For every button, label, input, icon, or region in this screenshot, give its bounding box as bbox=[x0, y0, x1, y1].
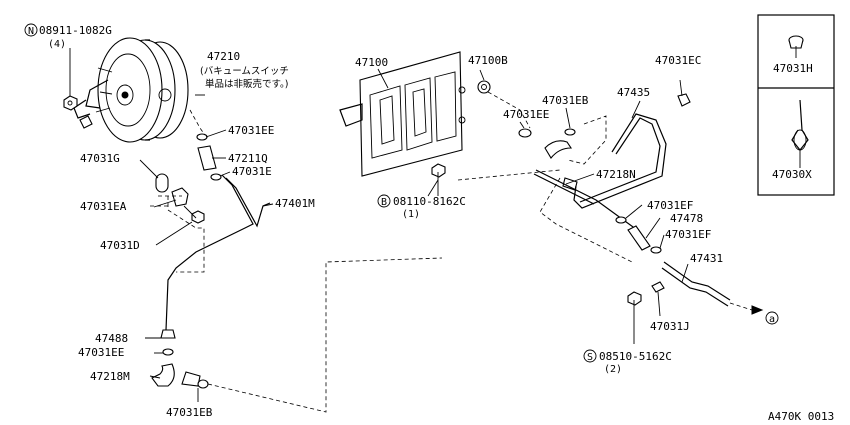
nut-08911-1082g bbox=[63, 48, 78, 111]
label-47488: 47488 bbox=[95, 332, 128, 345]
label-47478: 47478 bbox=[670, 212, 703, 225]
leader-lines bbox=[139, 46, 801, 402]
label-47211q: 47211Q bbox=[228, 152, 268, 165]
circled-s-symbol bbox=[583, 349, 597, 363]
circled-b-symbol bbox=[377, 194, 391, 208]
label-47031ee-mid: 47031EE bbox=[503, 108, 549, 121]
label-47100: 47100 bbox=[355, 56, 388, 69]
label-47031eb-lower: 47031EB bbox=[166, 406, 213, 419]
label-47435: 47435 bbox=[617, 86, 650, 99]
label-47031ef-lower: 47031EF bbox=[665, 228, 711, 241]
brake-booster-47210 bbox=[73, 37, 189, 143]
label-47031ea: 47031EA bbox=[80, 200, 127, 213]
label-08510-5162c-qty: (2) bbox=[604, 364, 622, 375]
label-47031ec: 47031EC bbox=[655, 54, 701, 67]
label-47401m: 47401M bbox=[275, 197, 315, 210]
label-47031ee-lower: 47031EE bbox=[78, 346, 124, 359]
label-47431: 47431 bbox=[690, 252, 723, 265]
label-47031d: 47031D bbox=[100, 239, 140, 252]
diagram-code: A470K 0013 bbox=[768, 410, 834, 423]
label-47218n: 47218N bbox=[596, 168, 636, 181]
label-47031ee-upper: 47031EE bbox=[228, 124, 274, 137]
bracket-47100 bbox=[339, 51, 491, 196]
label-47031j: 47031J bbox=[650, 320, 690, 333]
label-08911-1082g: 08911-1082G bbox=[39, 24, 112, 37]
label-47031h: 47031H bbox=[773, 62, 813, 75]
label-47210: 47210 bbox=[207, 50, 240, 63]
circled-n-symbol bbox=[24, 23, 38, 37]
label-47210-note-2: 単品は非販売です。) bbox=[205, 78, 289, 90]
label-08911-1082g-qty: (4) bbox=[48, 39, 66, 50]
routing-dashed-line bbox=[207, 169, 561, 413]
label-47031e: 47031E bbox=[232, 165, 272, 178]
label-47100b: 47100B bbox=[468, 54, 508, 67]
label-47210-note-1: (バキュームスイッチ bbox=[200, 66, 289, 77]
label-47218m: 47218M bbox=[90, 370, 130, 383]
n-symbol-label: N bbox=[28, 26, 34, 37]
b-symbol-label: B bbox=[381, 197, 387, 208]
reference-a-label: a bbox=[769, 314, 775, 325]
part-labels: N 08911-1082G (4) 47210 (バキュームスイッチ 単品は非販… bbox=[24, 23, 834, 423]
label-47031ef-upper: 47031EF bbox=[647, 199, 693, 212]
label-47030x: 47030X bbox=[772, 168, 812, 181]
label-47031g: 47031G bbox=[80, 152, 120, 165]
circled-a-reference bbox=[765, 311, 779, 325]
label-08110-8162c-qty: (1) bbox=[402, 209, 420, 220]
vacuum-pipe-assembly bbox=[487, 79, 764, 344]
s-symbol-label: S bbox=[587, 352, 593, 363]
vacuum-hose-small-parts bbox=[150, 109, 271, 389]
label-47031eb-mid: 47031EB bbox=[542, 94, 589, 107]
label-08510-5162c: 08510-5162C bbox=[599, 350, 672, 363]
inset-parts-box bbox=[757, 14, 835, 196]
label-08110-8162c: 08110-8162C bbox=[393, 195, 466, 208]
